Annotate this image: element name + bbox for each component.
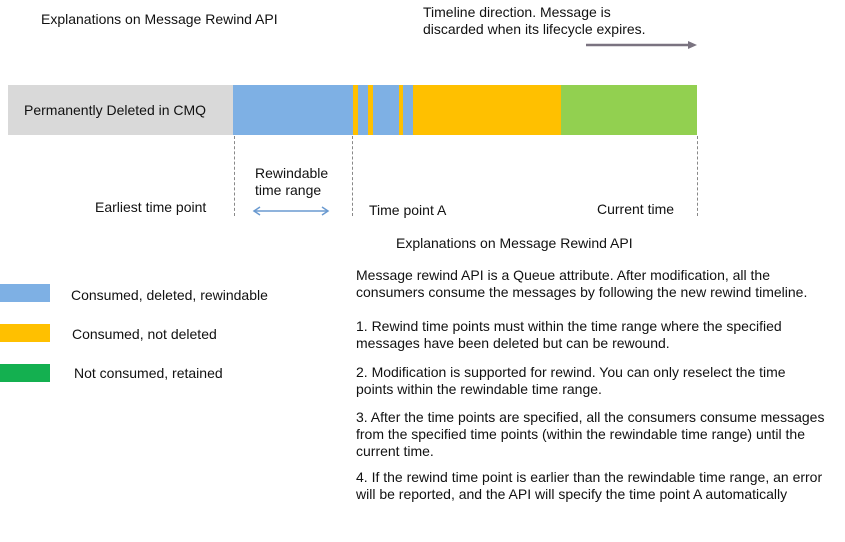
legend-swatch-blue <box>0 284 50 302</box>
time-point-a-label: Time point A <box>369 202 447 218</box>
segment-consumed-stripe <box>399 85 403 135</box>
point-4: 4. If the rewind time point is earlier t… <box>356 469 823 502</box>
earliest-marker <box>234 136 235 216</box>
segment-consumed-not-deleted <box>413 85 561 135</box>
point-3: 3. After the time points are specified, … <box>356 409 825 459</box>
segment-rewindable <box>233 85 413 135</box>
segment-not-consumed <box>561 85 697 135</box>
time-point-a-marker <box>352 136 353 216</box>
timeline-direction-note: Timeline direction. Message is discarded… <box>423 4 646 37</box>
timeline-direction-arrow-icon <box>586 41 697 49</box>
segment-permanently-deleted: Permanently Deleted in CMQ <box>8 85 233 135</box>
legend-swatch-orange <box>0 324 50 342</box>
legend-label: Not consumed, retained <box>74 365 223 381</box>
diagram-title: Explanations on Message Rewind API <box>41 11 278 27</box>
current-time-marker <box>697 136 698 216</box>
segment-consumed-stripe <box>353 85 358 135</box>
segment-consumed-stripe <box>368 85 373 135</box>
permanently-deleted-label: Permanently Deleted in CMQ <box>24 102 207 118</box>
earliest-time-label: Earliest time point <box>95 199 207 215</box>
current-time-label: Current time <box>597 201 675 217</box>
point-1: 1. Rewind time points must within the ti… <box>356 318 782 351</box>
subtitle: Explanations on Message Rewind API <box>396 235 633 251</box>
point-2: 2. Modification is supported for rewind.… <box>356 364 786 397</box>
legend-label: Consumed, not deleted <box>72 326 217 342</box>
range-double-arrow-icon <box>252 206 330 216</box>
legend-swatch-green <box>0 364 50 382</box>
intro-text: Message rewind API is a Queue attribute.… <box>356 267 808 300</box>
rewindable-range-label: Rewindable time range <box>255 165 329 198</box>
legend-label: Consumed, deleted, rewindable <box>71 287 268 303</box>
